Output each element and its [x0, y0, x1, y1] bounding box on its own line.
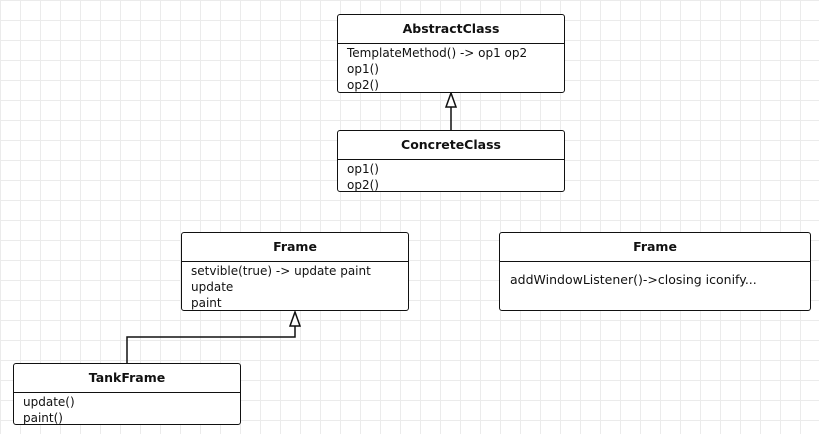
abstract-class-box[interactable]: AbstractClass TemplateMethod() -> op1 op…: [337, 14, 565, 93]
abstract-class-member: TemplateMethod() -> op1 op2: [347, 46, 528, 60]
concrete-class-members: op1() op2(): [338, 160, 564, 193]
inheritance-arrowhead-frame: [288, 309, 302, 327]
frame-class-member: setvible(true) -> update paint: [191, 264, 371, 278]
frame-window-class-name: Frame: [500, 233, 810, 262]
concrete-class-member: op2(): [347, 178, 379, 192]
frame-class-member: update: [191, 280, 234, 294]
frame-window-class-member: addWindowListener()->closing iconify...: [510, 272, 757, 287]
tank-frame-class-box[interactable]: TankFrame update() paint(): [13, 363, 241, 425]
frame-window-class-members: addWindowListener()->closing iconify...: [500, 262, 810, 288]
inheritance-arrowhead-abstract: [444, 90, 458, 108]
tank-frame-class-members: update() paint(): [14, 393, 240, 426]
frame-class-member: paint: [191, 296, 222, 310]
abstract-class-member: op2(): [347, 78, 379, 92]
concrete-class-name: ConcreteClass: [338, 131, 564, 160]
tank-frame-class-name: TankFrame: [14, 364, 240, 393]
inheritance-connector-tankframe-to-frame: [126, 326, 296, 363]
tank-frame-class-member: paint(): [23, 411, 63, 425]
tank-frame-class-member: update(): [23, 395, 75, 409]
concrete-class-box[interactable]: ConcreteClass op1() op2(): [337, 130, 565, 192]
frame-class-members: setvible(true) -> update paint update pa…: [182, 262, 408, 311]
abstract-class-member: op1(): [347, 62, 379, 76]
frame-window-class-box[interactable]: Frame addWindowListener()->closing iconi…: [499, 232, 811, 311]
frame-class-box[interactable]: Frame setvible(true) -> update paint upd…: [181, 232, 409, 311]
abstract-class-name: AbstractClass: [338, 15, 564, 44]
abstract-class-members: TemplateMethod() -> op1 op2 op1() op2(): [338, 44, 564, 93]
concrete-class-member: op1(): [347, 162, 379, 176]
frame-class-name: Frame: [182, 233, 408, 262]
